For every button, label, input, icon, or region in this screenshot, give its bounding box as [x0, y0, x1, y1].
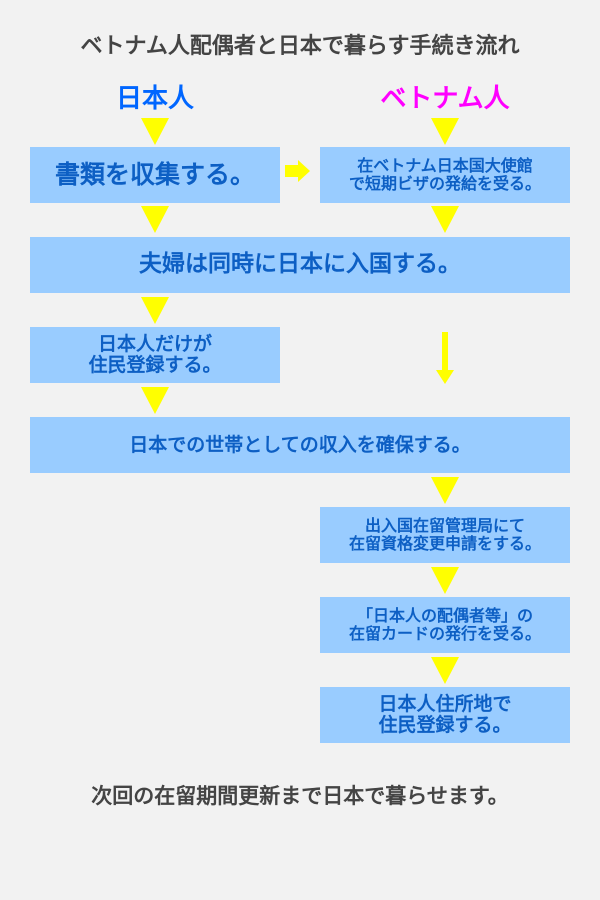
arrow-right-head-icon: [298, 160, 310, 182]
step-secure-income: 日本での世帯としての収入を確保する。: [30, 417, 570, 473]
arrow-down-icon: [141, 297, 169, 324]
step-collect-documents: 書類を収集する。: [30, 147, 280, 203]
column-header-vietnamese: ベトナム人: [380, 84, 510, 114]
step-text: 日本での世帯としての収入を確保する。: [129, 433, 471, 456]
arrow-down-icon: [431, 657, 459, 684]
step-text: で短期ビザの発給を受る。: [348, 174, 541, 193]
step-text: 在留カードの発行を受る。: [348, 624, 541, 643]
arrow-down-icon: [431, 118, 459, 145]
step-text: 「日本人の配偶者等」の: [356, 606, 533, 626]
arrow-down-icon: [431, 206, 459, 233]
step-text: 夫婦は同時に日本に入国する。: [139, 251, 461, 278]
arrow-down-icon: [141, 118, 169, 145]
step-text: 日本人だけが: [97, 333, 212, 356]
step-residence-card: 「日本人の配偶者等」の 在留カードの発行を受る。: [320, 597, 570, 653]
step-text: 在留資格変更申請をする。: [348, 534, 541, 553]
step-text: 出入国在留管理局にて: [364, 516, 525, 536]
step-register-vietnamese: 日本人住所地で 住民登録する。: [320, 687, 570, 743]
step-text: 日本人住所地で: [378, 693, 512, 716]
step-status-change: 出入国在留管理局にて 在留資格変更申請をする。: [320, 507, 570, 563]
footer-note: 次回の在留期間更新まで日本で暮らせます。: [91, 784, 509, 808]
arrow-down-icon: [141, 387, 169, 414]
column-header-japanese: 日本人: [115, 84, 194, 114]
step-visa: 在ベトナム日本国大使館 で短期ビザの発給を受る。: [320, 147, 570, 203]
arrow-right-icon: [285, 165, 298, 177]
step-text: 住民登録する。: [88, 354, 222, 376]
step-register-japanese: 日本人だけが 住民登録する。: [30, 327, 280, 383]
arrow-down-icon: [431, 567, 459, 594]
step-text: 在ベトナム日本国大使館: [357, 156, 533, 176]
page-title: ベトナム人配偶者と日本で暮らす手続き流れ: [80, 34, 520, 59]
arrow-down-icon: [141, 206, 169, 233]
step-enter-japan: 夫婦は同時に日本に入国する。: [30, 237, 570, 293]
step-text: 住民登録する。: [378, 714, 512, 736]
long-arrow-down-icon: [442, 332, 448, 372]
arrow-down-icon: [431, 477, 459, 504]
step-text: 書類を収集する。: [54, 160, 255, 190]
long-arrow-head-icon: [436, 370, 454, 384]
